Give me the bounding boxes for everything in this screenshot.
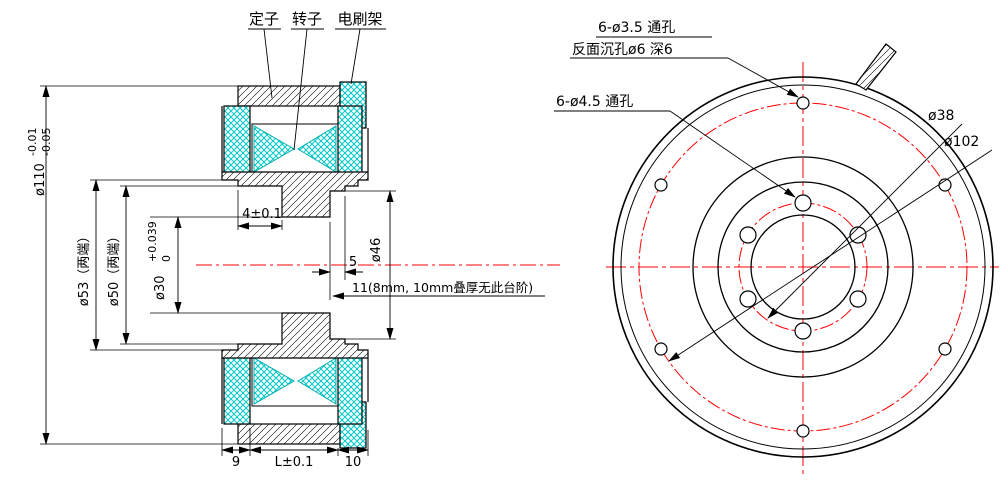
mounting-hole [849,226,867,244]
brush-holder-label: 电刷架 [337,10,382,28]
winding-bowtie-top-left [253,125,296,173]
dim-46: ø46 [345,190,396,340]
callout-leader [669,110,796,198]
mounting-hole [938,342,952,356]
dim-L-value: L±0.1 [275,455,314,470]
stator-leader-line [263,28,273,99]
coil-block-left-top [223,105,251,177]
mounting-hole [654,178,668,192]
coil-block-left-bottom [223,353,251,425]
d102-label: ø102 [944,134,979,150]
outer-step-circle [620,84,986,450]
rotor-lamination-bottom [237,423,341,445]
outer-mounting-holes [654,96,952,438]
dim-4-value: 4±0.1 [242,207,282,222]
mounting-hole [794,194,812,212]
dim-5: 5 [312,196,363,300]
dim-110: ø110 -0.01 -0.05 [26,85,238,445]
front-view: 6-ø3.5 通孔 反面沉孔ø6 深6 6-ø4.5 通孔 ø38 ø102 [554,20,999,474]
dim-11-note: 11(8mm, 10mm叠厚无此台阶) [332,280,545,300]
rotor-leader-line [293,28,308,151]
dim-10-value: 10 [345,455,362,470]
dim-4: 4±0.1 [237,190,283,230]
rotor-lamination-top [237,85,341,107]
mounting-hole [796,424,810,438]
dim-46-value: ø46 [369,238,384,263]
dim-50: ø50（两端） [107,185,238,345]
dim-53: ø53（两端） [77,179,222,351]
dim-30-tol-lower: 0 [160,255,173,262]
dim-bottom-chain: 9 L±0.1 10 [221,428,369,470]
mounting-hole [739,290,757,308]
lead-wire-bundle [855,43,897,91]
brush-holder-leader-line [350,28,361,85]
hub-outer-circle [717,181,889,353]
stator-bore-circle [692,156,914,378]
inner-mounting-holes [739,194,867,340]
winding-bowtie-bottom-right [297,357,337,405]
winding-bowtie-bottom-left [253,357,296,405]
hub-section-top [221,171,369,218]
mounting-hole [654,342,668,356]
dim-9-value: 9 [232,455,240,470]
dim-110-tol-lower: -0.05 [40,128,53,156]
mounting-hole [739,226,757,244]
center-bore-circle [750,214,856,320]
dim-30-tol-upper: +0.039 [146,221,159,262]
mounting-hole [796,96,810,110]
callout-d38: ø38 [767,108,963,319]
d38-label: ø38 [928,108,954,124]
callout-leader [727,57,799,98]
callout-leader [767,123,963,319]
part-labels: 定子 转子 电刷架 [248,10,386,151]
winding-bowtie-top-right [297,125,337,173]
section-view: 定子 转子 电刷架 ø110 -0.01 -0.05 ø53（两端） [26,10,560,470]
dim-110-tol-upper: -0.01 [26,128,39,156]
rotor-label: 转子 [292,10,322,28]
callout-outer-holes: 6-ø3.5 通孔 反面沉孔ø6 深6 [570,20,799,98]
dim-53-value: ø53（两端） [77,230,92,307]
coil-block-right-bottom [337,353,363,425]
dim-50-value: ø50（两端） [107,230,122,307]
outer-diameter-circle [612,76,994,458]
outer-holes-label: 6-ø3.5 通孔 [598,20,675,36]
dim-5-value: 5 [349,255,357,270]
callout-leader [668,149,993,362]
stator-label: 定子 [249,10,279,28]
dim-11-value: 11(8mm, 10mm叠厚无此台阶) [352,280,533,295]
inner-holes-label: 6-ø4.5 通孔 [556,94,633,110]
dim-110-value: ø110 [33,163,48,196]
callout-d102: ø102 [668,134,993,362]
callout-inner-holes: 6-ø4.5 通孔 [554,94,796,198]
mounting-hole [849,290,867,308]
hub-section-bottom [221,312,369,359]
counterbore-label: 反面沉孔ø6 深6 [572,42,673,58]
coil-block-right-top [337,105,363,177]
mounting-hole [794,322,812,340]
dim-30: ø30 +0.039 0 [146,216,282,314]
dim-30-value: ø30 [153,276,168,301]
